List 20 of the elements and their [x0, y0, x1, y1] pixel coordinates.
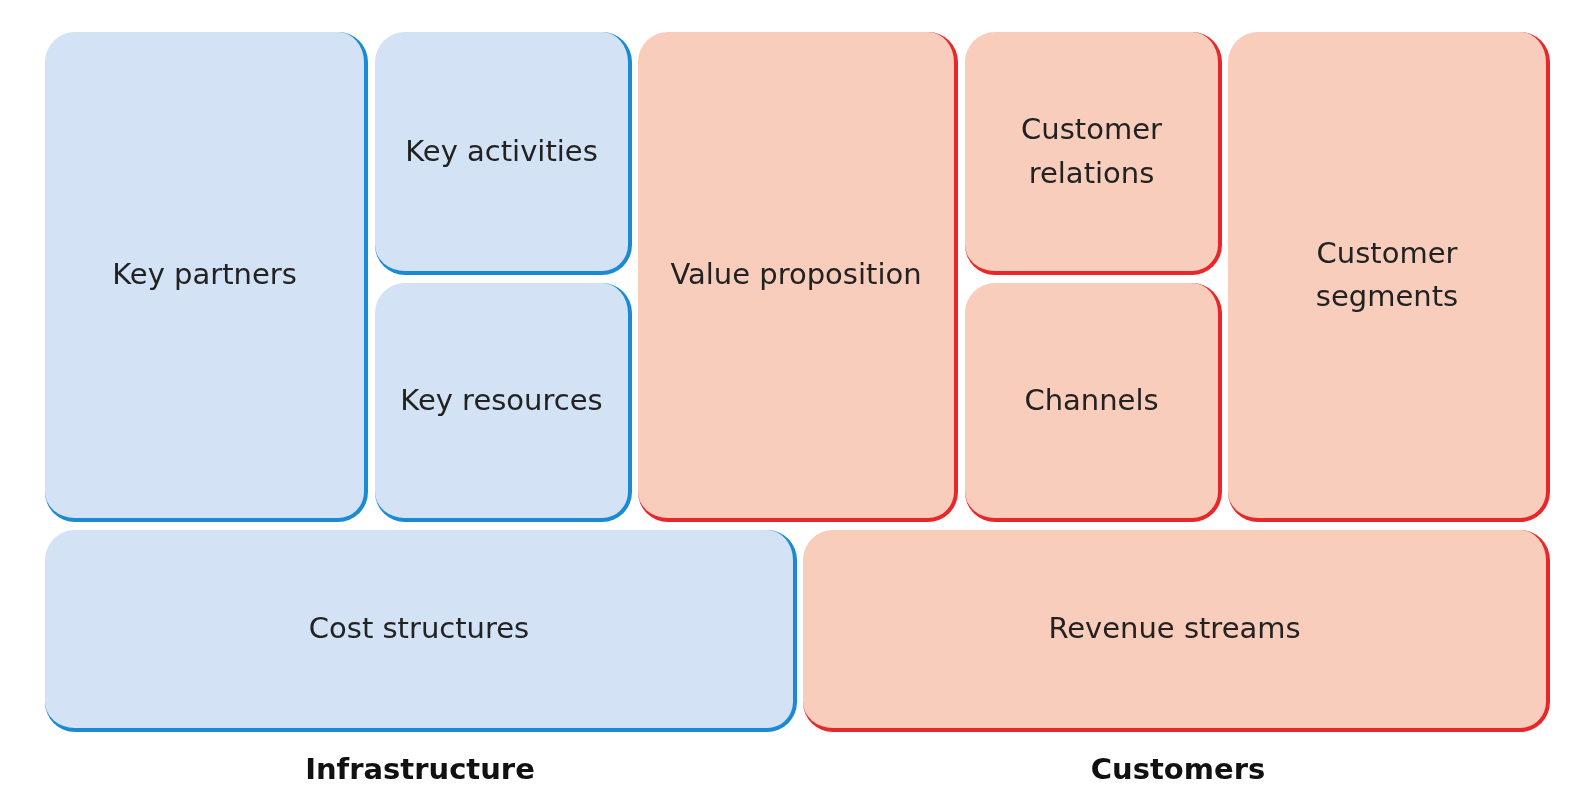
block-title: Channels: [1023, 381, 1160, 419]
canvas-block: [375, 283, 632, 522]
canvas-block: [375, 32, 632, 275]
canvas-block: [965, 32, 1222, 275]
canvas-block: [803, 530, 1550, 732]
block-title: Cost structures: [307, 610, 531, 648]
canvas-block: [1228, 32, 1550, 522]
block-title: Customer relations: [1020, 111, 1163, 192]
canvas-block: [638, 32, 958, 522]
canvas-block: [45, 32, 368, 522]
group-label: Customers: [1090, 752, 1266, 786]
block-title: Key activities: [404, 132, 599, 170]
block-title: Key partners: [111, 256, 298, 294]
block-title: Value proposition: [669, 256, 923, 294]
block-title: Customer segments: [1314, 234, 1460, 315]
group-label: Infrastructure: [305, 752, 535, 786]
block-title: Key resources: [399, 381, 604, 419]
canvas-block: [965, 283, 1222, 522]
canvas-block: [45, 530, 797, 732]
block-title: Revenue streams: [1047, 610, 1302, 648]
